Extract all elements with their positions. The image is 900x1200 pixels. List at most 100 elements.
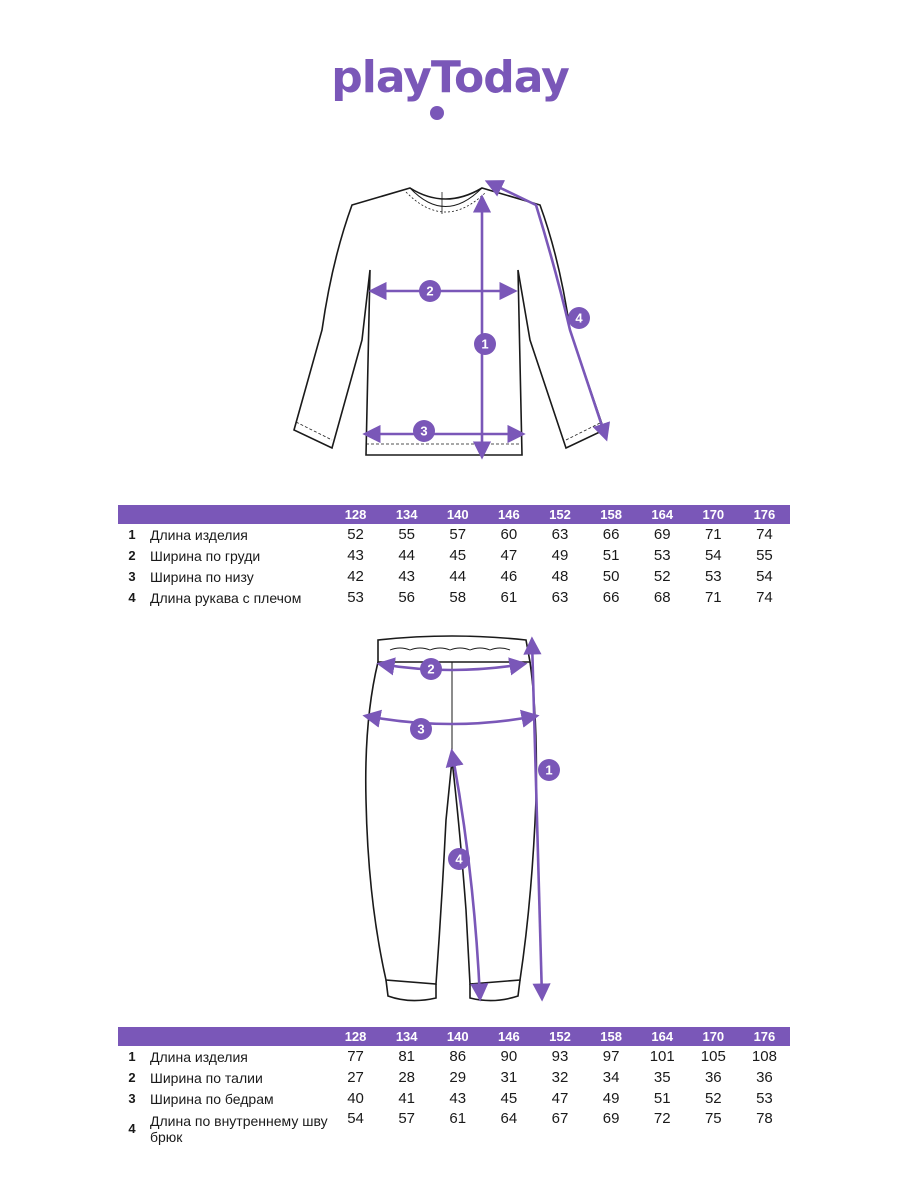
table-row: 4 Длина рукава с плечом 53 56 58 61 63 6… bbox=[118, 587, 790, 608]
cell-value: 63 bbox=[551, 588, 569, 606]
row-label: Ширина по бедрам bbox=[150, 1090, 274, 1107]
cell-value: 86 bbox=[449, 1047, 467, 1065]
pants-outline bbox=[364, 635, 538, 1002]
cell-value: 40 bbox=[347, 1089, 364, 1107]
cell-value: 42 bbox=[347, 567, 364, 585]
svg-text:4: 4 bbox=[575, 311, 583, 326]
cell-value: 61 bbox=[500, 588, 518, 606]
cell-value: 75 bbox=[704, 1110, 722, 1127]
marker-4: 4 bbox=[448, 848, 470, 870]
cell-value: 63 bbox=[551, 525, 569, 543]
size-header: 146 bbox=[483, 505, 535, 524]
size-header: 176 bbox=[738, 1027, 790, 1046]
cell-value: 36 bbox=[756, 1068, 773, 1086]
size-header: 170 bbox=[687, 505, 739, 524]
cell-value: 81 bbox=[398, 1047, 415, 1065]
cell-value: 34 bbox=[602, 1068, 620, 1086]
cell-value: 61 bbox=[449, 1110, 467, 1127]
cell-value: 74 bbox=[756, 525, 773, 543]
cell-value: 44 bbox=[449, 567, 467, 585]
cell-value: 71 bbox=[704, 525, 722, 543]
cell-value: 90 bbox=[500, 1047, 518, 1065]
cell-value: 58 bbox=[449, 588, 467, 606]
row-label: Длина изделия bbox=[150, 1048, 248, 1065]
marker-1: 1 bbox=[538, 759, 560, 781]
cell-value: 52 bbox=[653, 567, 671, 585]
row-number: 3 bbox=[128, 1090, 136, 1106]
marker-2: 2 bbox=[420, 658, 442, 680]
svg-text:2: 2 bbox=[426, 284, 433, 299]
cell-value: 48 bbox=[551, 567, 569, 585]
cell-value: 31 bbox=[500, 1068, 518, 1086]
svg-text:1: 1 bbox=[481, 337, 488, 352]
size-header: 164 bbox=[636, 505, 688, 524]
pants-size-table: 128 134 140 146 152 158 164 170 176 1 Дл… bbox=[118, 1027, 790, 1149]
cell-value: 51 bbox=[602, 546, 620, 564]
row-number: 3 bbox=[128, 568, 136, 584]
size-header: 170 bbox=[687, 1027, 739, 1046]
row-number: 4 bbox=[128, 1121, 136, 1136]
size-header: 128 bbox=[330, 505, 382, 524]
row-label: Ширина по талии bbox=[150, 1069, 263, 1086]
cell-value: 66 bbox=[602, 588, 620, 606]
cell-value: 60 bbox=[500, 525, 518, 543]
cell-value: 108 bbox=[751, 1047, 777, 1065]
cell-value: 47 bbox=[500, 546, 518, 564]
cell-value: 45 bbox=[500, 1089, 518, 1107]
row-number: 1 bbox=[128, 526, 136, 542]
cell-value: 27 bbox=[347, 1068, 364, 1086]
svg-text:1: 1 bbox=[545, 763, 552, 778]
measure-line-4 bbox=[445, 748, 489, 1002]
measure-line-1 bbox=[523, 636, 551, 1002]
cell-value: 53 bbox=[704, 567, 722, 585]
cell-value: 93 bbox=[551, 1047, 569, 1065]
cell-value: 41 bbox=[398, 1089, 415, 1107]
size-header: 128 bbox=[330, 1027, 382, 1046]
cell-value: 78 bbox=[756, 1110, 773, 1127]
logo-dot bbox=[430, 106, 444, 120]
cell-value: 57 bbox=[449, 525, 467, 543]
svg-text:2: 2 bbox=[427, 662, 434, 677]
cell-value: 77 bbox=[347, 1047, 364, 1065]
cell-value: 52 bbox=[347, 525, 364, 543]
table-row: 3 Ширина по низу 42 43 44 46 48 50 52 53… bbox=[118, 566, 790, 587]
row-number: 2 bbox=[128, 1069, 136, 1085]
cell-value: 54 bbox=[756, 567, 773, 585]
cell-value: 66 bbox=[602, 525, 620, 543]
row-label: Длина изделия bbox=[150, 526, 248, 543]
cell-value: 69 bbox=[653, 525, 671, 543]
cell-value: 35 bbox=[653, 1068, 671, 1086]
size-header: 176 bbox=[738, 505, 790, 524]
size-header: 134 bbox=[381, 505, 433, 524]
row-number: 1 bbox=[128, 1048, 136, 1064]
cell-value: 53 bbox=[756, 1089, 773, 1107]
row-label: Ширина по груди bbox=[150, 547, 261, 564]
marker-2: 2 bbox=[419, 280, 441, 302]
marker-1: 1 bbox=[474, 333, 496, 355]
cell-value: 53 bbox=[347, 588, 364, 606]
size-header: 146 bbox=[483, 1027, 535, 1046]
cell-value: 43 bbox=[449, 1089, 467, 1107]
cell-value: 51 bbox=[653, 1089, 671, 1107]
size-header-row: 128 134 140 146 152 158 164 170 176 bbox=[118, 505, 790, 524]
cell-value: 32 bbox=[551, 1068, 569, 1086]
cell-value: 69 bbox=[602, 1110, 620, 1127]
row-number: 4 bbox=[128, 589, 136, 605]
cell-value: 53 bbox=[653, 546, 671, 564]
svg-text:4: 4 bbox=[455, 852, 463, 867]
table-row: 2 Ширина по талии 27 28 29 31 32 34 35 3… bbox=[118, 1067, 790, 1088]
cell-value: 45 bbox=[449, 546, 467, 564]
row-label: Ширина по низу bbox=[150, 568, 254, 585]
svg-text:3: 3 bbox=[420, 424, 427, 439]
size-header: 164 bbox=[636, 1027, 688, 1046]
cell-value: 67 bbox=[551, 1110, 569, 1127]
cell-value: 47 bbox=[551, 1089, 569, 1107]
svg-text:3: 3 bbox=[417, 722, 424, 737]
cell-value: 28 bbox=[398, 1068, 415, 1086]
cell-value: 49 bbox=[551, 546, 569, 564]
cell-value: 52 bbox=[704, 1089, 722, 1107]
size-header: 158 bbox=[585, 1027, 637, 1046]
sweatshirt-size-table: 128 134 140 146 152 158 164 170 176 1 Дл… bbox=[118, 505, 790, 608]
marker-3: 3 bbox=[410, 718, 432, 740]
cell-value: 56 bbox=[398, 588, 415, 606]
